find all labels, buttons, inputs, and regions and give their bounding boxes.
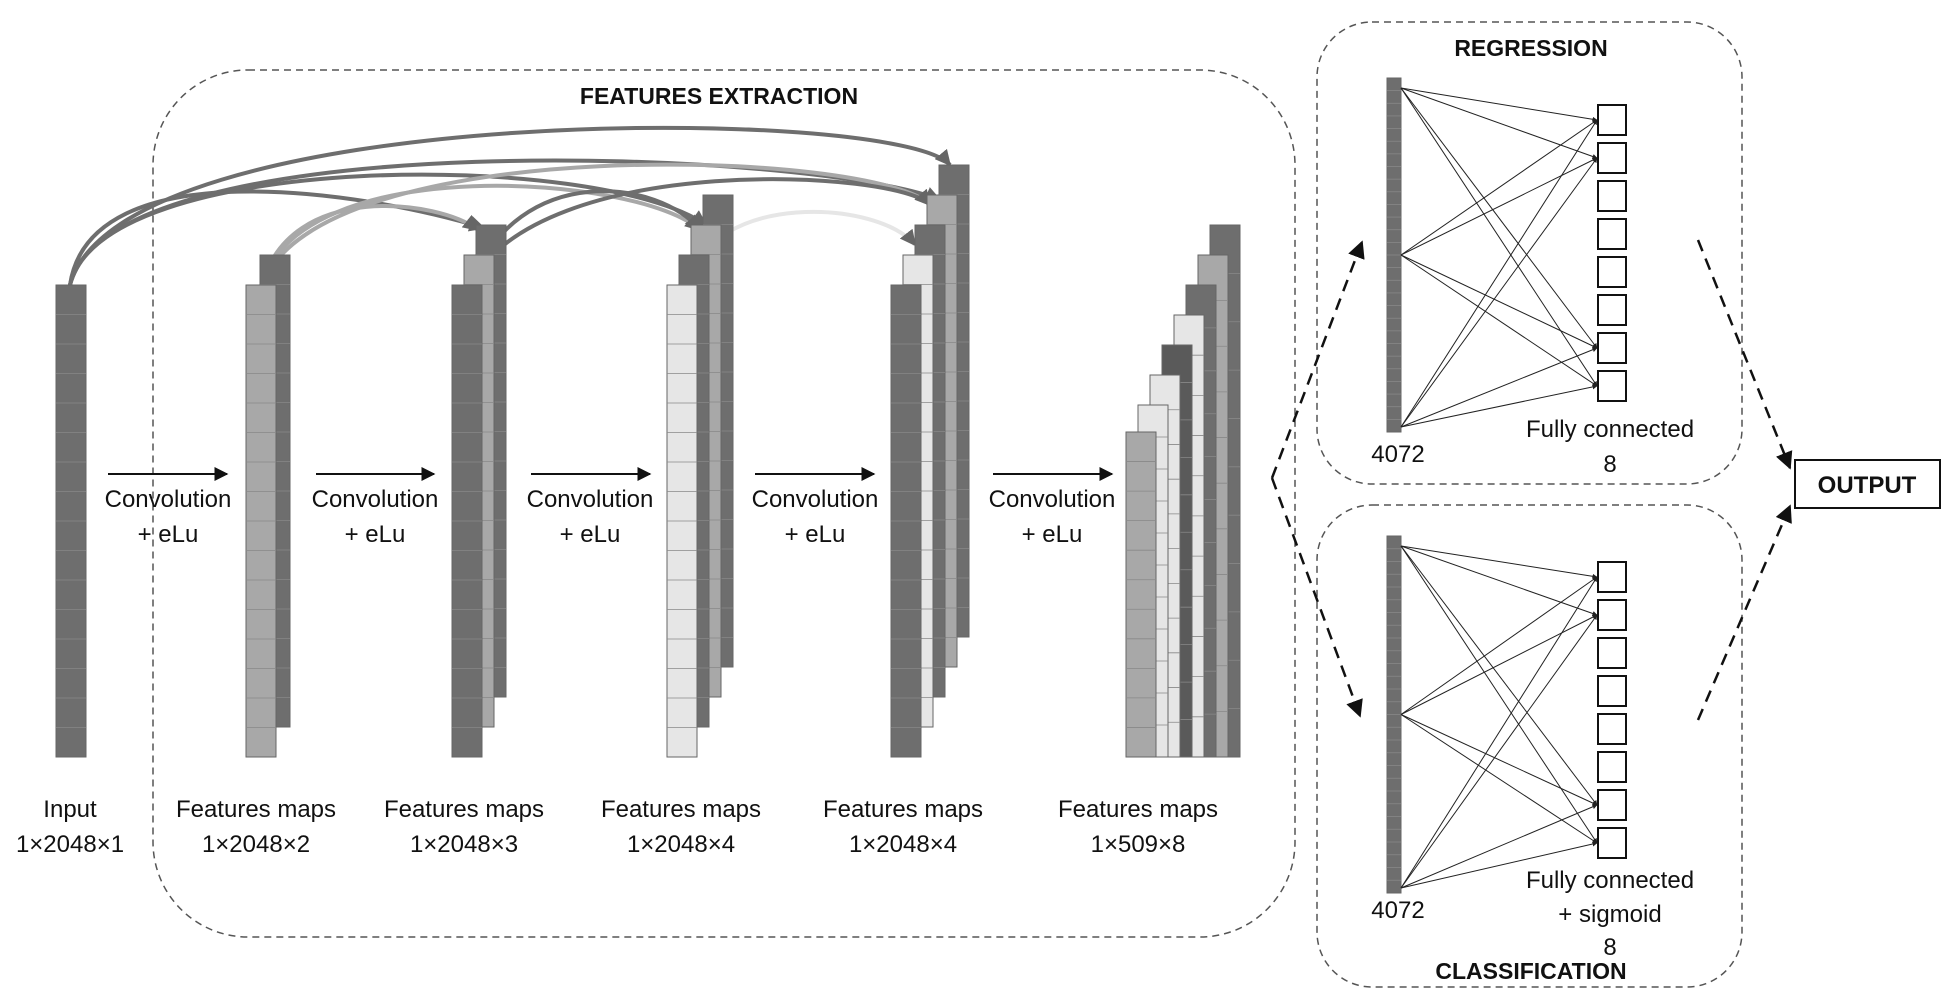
conv-label: Convolution	[105, 486, 232, 513]
feature-map-column	[1126, 432, 1156, 757]
stage-dims: 1×2048×2	[202, 831, 310, 858]
fc-neuron	[1598, 752, 1626, 782]
stage-name: Features maps	[823, 796, 983, 823]
stage-name: Features maps	[384, 796, 544, 823]
fc-neuron	[1598, 181, 1626, 211]
fc-neuron	[1598, 295, 1626, 325]
fc-connection	[1401, 88, 1597, 120]
stage-dims: 1×509×8	[1091, 831, 1186, 858]
stage-name: Input	[43, 796, 97, 823]
fc-connection	[1401, 120, 1597, 427]
fc-connection	[1401, 158, 1597, 427]
fc-neuron	[1598, 105, 1626, 135]
conv-label: + eLu	[785, 521, 846, 548]
stage-dims: 1×2048×4	[849, 831, 957, 858]
stage-name: Features maps	[1058, 796, 1218, 823]
feature-map-column	[246, 285, 276, 757]
fc-neuron	[1598, 714, 1626, 744]
stage-dims: 1×2048×1	[16, 831, 124, 858]
fc-neuron	[1598, 143, 1626, 173]
dense-networks	[1387, 78, 1626, 893]
fc-connection	[1401, 88, 1597, 158]
fc-neuron	[1598, 333, 1626, 363]
feature-map-column	[56, 285, 86, 757]
from-regression-arrow	[1698, 240, 1790, 468]
skip-arc	[70, 128, 950, 285]
stage-name: Features maps	[176, 796, 336, 823]
conv-label: + eLu	[1022, 521, 1083, 548]
feature-map-column	[1387, 536, 1401, 893]
feature-map-columns	[56, 165, 1240, 757]
regression-layer-size: 8	[1603, 451, 1616, 478]
fc-connection	[1401, 577, 1597, 888]
fc-connection	[1401, 546, 1597, 577]
fc-neuron	[1598, 638, 1626, 668]
feature-map-column	[667, 285, 697, 757]
regression-input-size: 4072	[1371, 441, 1424, 468]
features-extraction-title: FEATURES EXTRACTION	[580, 83, 858, 109]
fc-connection	[1401, 546, 1597, 805]
fc-neuron	[1598, 600, 1626, 630]
conv-label: + eLu	[560, 521, 621, 548]
stage-dims: 1×2048×3	[410, 831, 518, 858]
regression-title: REGRESSION	[1454, 35, 1607, 61]
feature-map-rect	[1126, 432, 1156, 757]
feature-map-column	[891, 285, 921, 757]
classification-layer-label: Fully connected	[1526, 867, 1694, 894]
skip-connections	[70, 128, 950, 285]
to-classification-arrow	[1272, 478, 1360, 716]
conv-label: Convolution	[527, 486, 654, 513]
fc-connection	[1401, 120, 1597, 255]
fc-connection	[1401, 715, 1597, 806]
stage-labels: Input 1×2048×1 Features maps 1×2048×2 Fe…	[16, 796, 1218, 858]
fc-connection	[1401, 546, 1597, 843]
fc-connection	[1401, 615, 1597, 715]
fc-connection	[1401, 158, 1597, 255]
conv-label: Convolution	[752, 486, 879, 513]
fc-connection	[1401, 715, 1597, 844]
stage-name: Features maps	[601, 796, 761, 823]
fc-neuron	[1598, 562, 1626, 592]
classification-input-size: 4072	[1371, 897, 1424, 924]
classification-layer-sigmoid: + sigmoid	[1558, 901, 1661, 928]
fc-neuron	[1598, 219, 1626, 249]
stage-dims: 1×2048×4	[627, 831, 735, 858]
feature-map-column	[452, 285, 482, 757]
fc-neuron	[1598, 676, 1626, 706]
fc-connection	[1401, 88, 1597, 348]
fc-connection	[1401, 255, 1597, 348]
fc-neuron	[1598, 828, 1626, 858]
fc-connection	[1401, 546, 1597, 615]
conv-label: + eLu	[138, 521, 199, 548]
classification-title: CLASSIFICATION	[1435, 958, 1626, 984]
fc-connection	[1401, 615, 1597, 888]
from-classification-arrow	[1698, 506, 1790, 720]
regression-layer-label: Fully connected	[1526, 416, 1694, 443]
output-label: OUTPUT	[1818, 472, 1917, 499]
fc-connection	[1401, 88, 1597, 386]
classification-layer-size: 8	[1603, 934, 1616, 961]
fc-neuron	[1598, 257, 1626, 287]
feature-map-column	[1387, 78, 1401, 432]
conv-label: + eLu	[345, 521, 406, 548]
fc-neuron	[1598, 790, 1626, 820]
fc-neuron	[1598, 371, 1626, 401]
regression-box	[1317, 22, 1742, 484]
conv-label: Convolution	[989, 486, 1116, 513]
conv-label: Convolution	[312, 486, 439, 513]
fc-connection	[1401, 255, 1597, 386]
